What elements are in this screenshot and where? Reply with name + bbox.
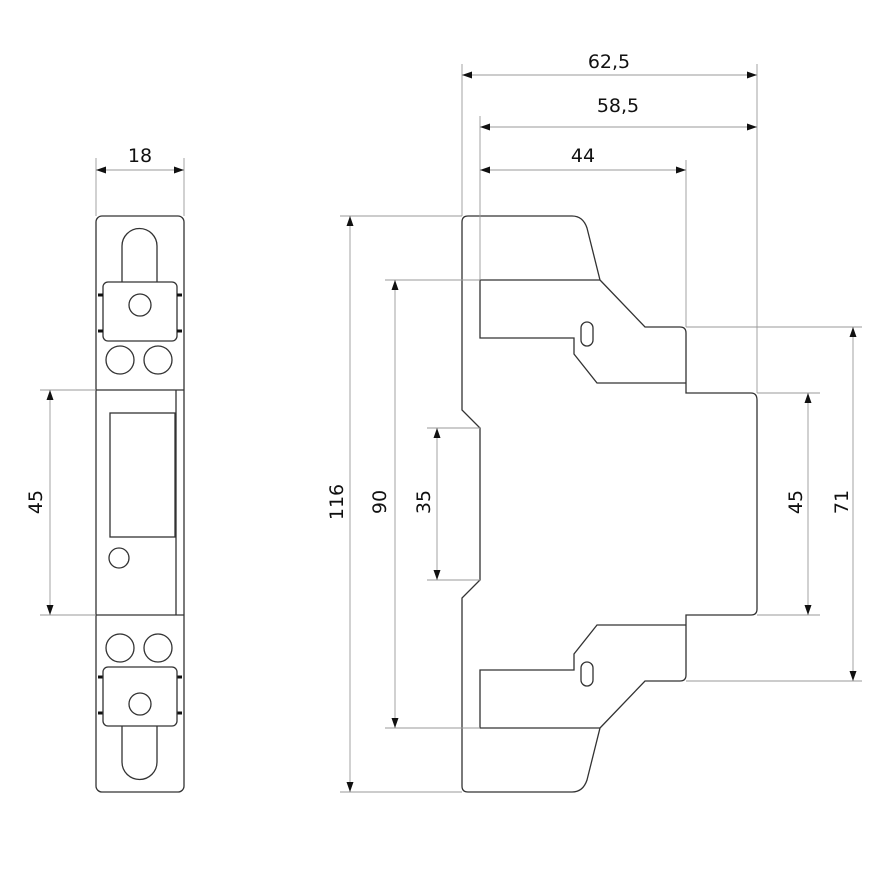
led-indicator bbox=[108, 547, 130, 569]
dim-height-inner-label: 90 bbox=[369, 490, 391, 514]
slot-bottom bbox=[580, 661, 594, 687]
terminal-screw-bottom bbox=[128, 692, 152, 716]
dim-front-height-label: 45 bbox=[785, 490, 807, 514]
dim-depth-front-label: 44 bbox=[571, 145, 595, 167]
front-view: 18 45 bbox=[25, 145, 185, 793]
front-body-outline bbox=[95, 215, 185, 793]
slot-top bbox=[580, 321, 594, 347]
dim-shoulder-height-label: 71 bbox=[831, 490, 853, 514]
dim-depth-mid-label: 58,5 bbox=[597, 95, 639, 117]
dim-depth-total-label: 62,5 bbox=[588, 51, 630, 73]
terminal-block-top bbox=[102, 281, 178, 342]
din-clip-top bbox=[121, 227, 158, 282]
dim-display-height-label: 45 bbox=[25, 490, 47, 514]
side-view: 62,5 58,5 44 116 90 35 45 71 bbox=[326, 51, 862, 793]
display-window bbox=[109, 412, 176, 538]
dim-height-total-label: 116 bbox=[326, 484, 348, 520]
terminal-block-bottom bbox=[102, 666, 178, 727]
dim-din-rail-label: 35 bbox=[413, 490, 435, 514]
din-clip-bottom bbox=[121, 726, 158, 781]
dim-width-label: 18 bbox=[128, 145, 152, 167]
side-body-outline bbox=[461, 215, 758, 793]
terminal-screw-top bbox=[128, 293, 152, 317]
